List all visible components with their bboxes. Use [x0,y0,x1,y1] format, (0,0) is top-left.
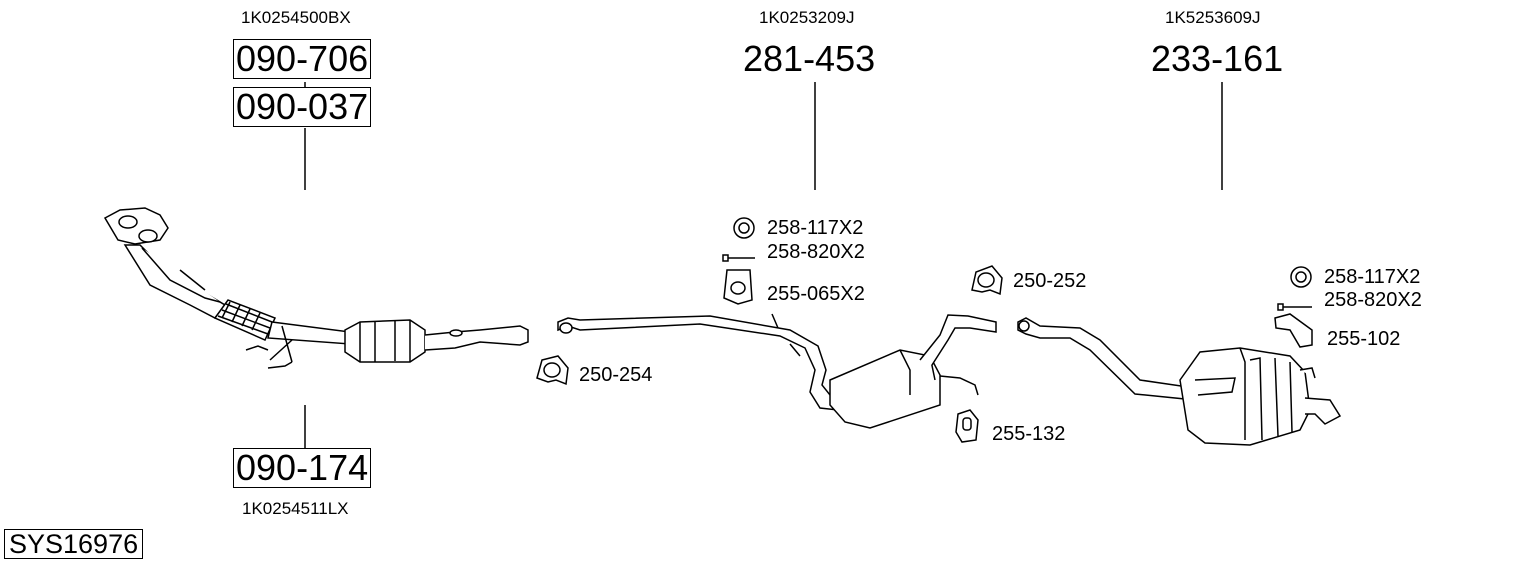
clamp-front-icon [536,355,569,386]
middle-silencer [829,314,997,429]
flex-pipe [213,299,277,341]
oe-number-catalyst: 1K0254511LX [242,499,349,518]
part-number-front-pipe-2[interactable]: 090-037 [233,87,372,127]
accessory-label-clamp-front[interactable]: 250-254 [579,364,653,386]
oe-number-front-pipe: 1K0254500BX [241,8,351,27]
accessory-label-bracket[interactable]: 255-065X2 [767,283,865,305]
catalytic-converter [344,319,529,363]
oe-number-rear-silencer: 1K5253609J [1165,8,1261,27]
system-code: SYS16976 [4,529,144,560]
clamp-rear-icon [971,265,1003,296]
oe-number-mid-silencer: 1K0253209J [759,8,855,27]
hanger-mid-icon [955,409,979,443]
part-number-rear-silencer[interactable]: 233-161 [1151,38,1284,79]
accessory-label-bracket-rear[interactable]: 255-102 [1327,328,1401,350]
front-pipe-flange [103,207,169,245]
rear-pipe [1017,317,1196,401]
gasket-ring-icon [733,217,755,239]
accessory-label-gasket[interactable]: 258-117X2 [767,217,864,239]
bolt-icon [722,254,755,262]
bracket-rear-icon [1274,313,1313,348]
part-number-catalyst[interactable]: 090-174 [233,448,372,488]
cat-pipe [245,321,351,369]
accessory-label-clamp-rear[interactable]: 250-252 [1013,270,1087,292]
accessory-label-hanger[interactable]: 255-132 [992,423,1066,445]
gasket-ring-rear-icon [1290,266,1312,288]
accessory-label-bolt[interactable]: 258-820X2 [767,241,865,263]
accessory-label-gasket-rear[interactable]: 258-117X2 [1324,266,1421,288]
part-number-mid-silencer[interactable]: 281-453 [743,38,876,79]
intermediate-pipe [557,313,847,411]
bracket-icon [723,269,753,305]
front-pipe [123,244,227,319]
bolt-rear-icon [1277,303,1312,311]
rear-silencer [1179,347,1342,446]
part-number-front-pipe-1[interactable]: 090-706 [233,39,372,79]
accessory-label-bolt-rear[interactable]: 258-820X2 [1324,289,1422,311]
